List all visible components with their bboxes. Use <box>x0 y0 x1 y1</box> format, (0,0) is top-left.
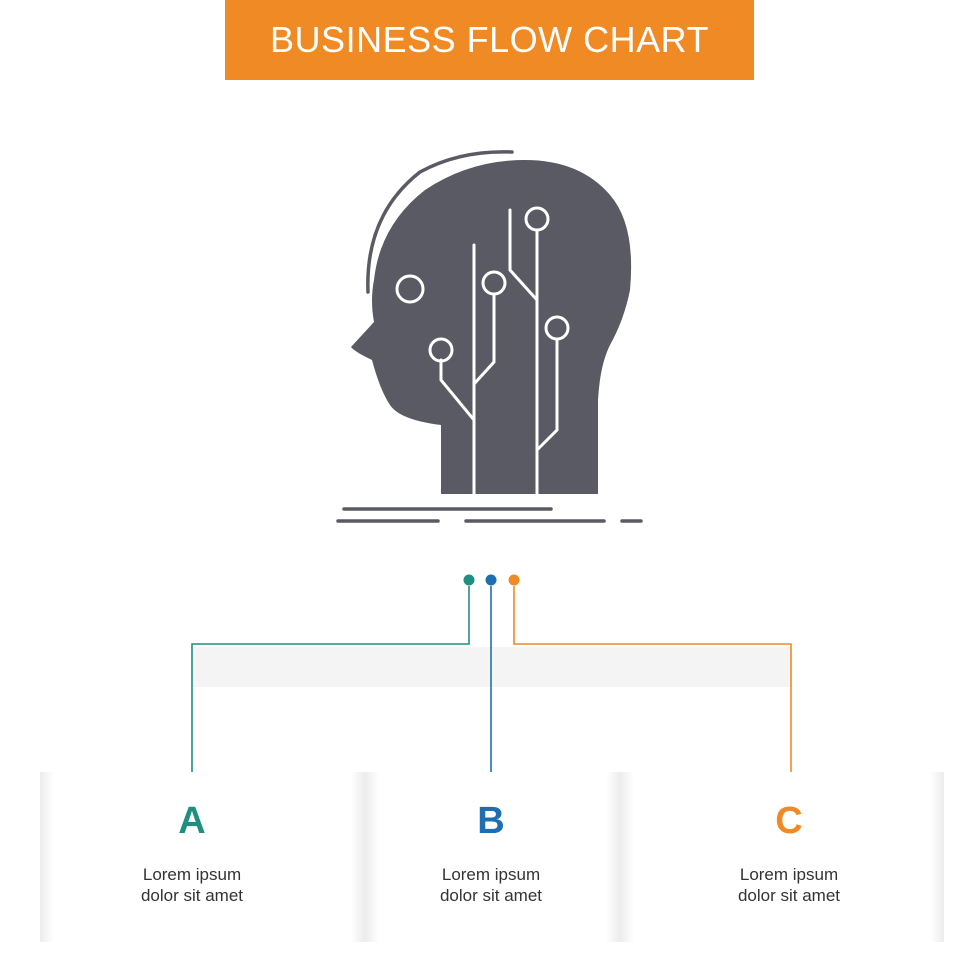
page-title: BUSINESS FLOW CHART <box>270 19 709 60</box>
step-desc-c-line1: Lorem ipsum <box>739 865 839 884</box>
step-desc-b: Lorem ipsum dolor sit amet <box>381 864 601 906</box>
head-silhouette <box>351 160 632 494</box>
step-desc-c: Lorem ipsum dolor sit amet <box>679 864 899 906</box>
head-circuit-icon <box>336 150 643 523</box>
circuit-lines <box>395 206 570 496</box>
step-desc-b-line1: Lorem ipsum <box>441 865 541 884</box>
dot-b <box>485 574 497 586</box>
step-letter-c: C <box>775 800 803 842</box>
dot-a <box>463 574 475 586</box>
step-desc-c-line2: dolor sit amet <box>737 886 841 905</box>
hair-arc <box>366 150 514 294</box>
step-desc-b-line2: dolor sit amet <box>439 886 543 905</box>
step-panel-a <box>40 772 365 942</box>
step-desc-a-line1: Lorem ipsum <box>142 865 242 884</box>
ground-lines <box>336 507 643 523</box>
step-desc-a-line2: dolor sit amet <box>140 886 244 905</box>
step-desc-a: Lorem ipsum dolor sit amet <box>82 864 302 906</box>
connector-c <box>513 586 792 780</box>
connectors <box>191 586 792 780</box>
step-letter-b: B <box>477 800 505 842</box>
step-panel-c <box>620 772 944 942</box>
title-banner: BUSINESS FLOW CHART <box>225 0 754 80</box>
connector-a <box>191 586 470 780</box>
step-letter-a: A <box>178 800 206 842</box>
dot-c <box>508 574 520 586</box>
connector-shadow <box>192 647 792 687</box>
step-panel-b <box>365 772 620 942</box>
